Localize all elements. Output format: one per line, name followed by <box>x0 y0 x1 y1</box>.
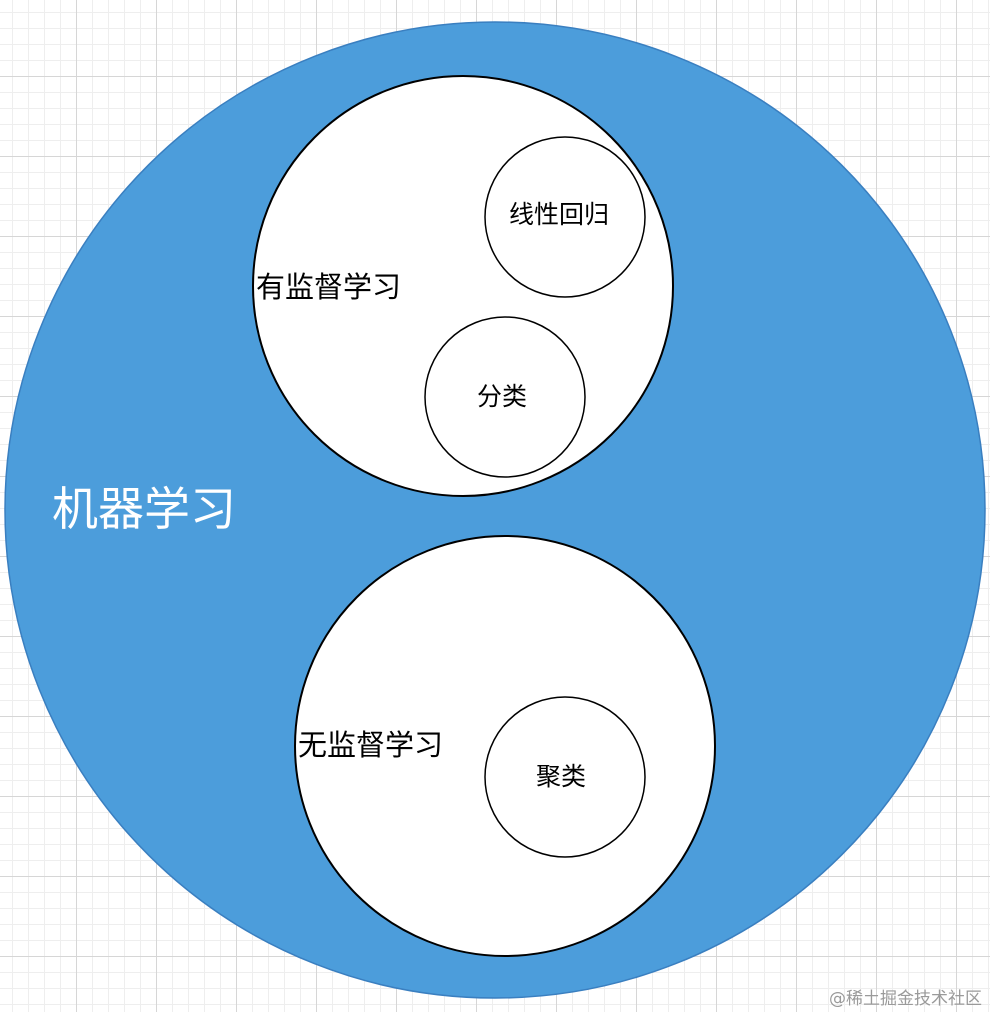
machine-learning-label: 机器学习 <box>52 482 236 536</box>
linear-regression-label: 线性回归 <box>509 200 610 229</box>
classification-circle <box>424 316 586 478</box>
clustering-circle <box>484 696 646 858</box>
clustering-label: 聚类 <box>536 762 587 791</box>
supervised-learning-label: 有监督学习 <box>256 270 402 304</box>
linear-regression-circle <box>484 136 646 298</box>
machine-learning-circle <box>4 21 986 999</box>
watermark: @稀土掘金技术社区 <box>829 989 982 1009</box>
classification-label: 分类 <box>477 382 528 411</box>
unsupervised-learning-label: 无监督学习 <box>298 728 444 762</box>
